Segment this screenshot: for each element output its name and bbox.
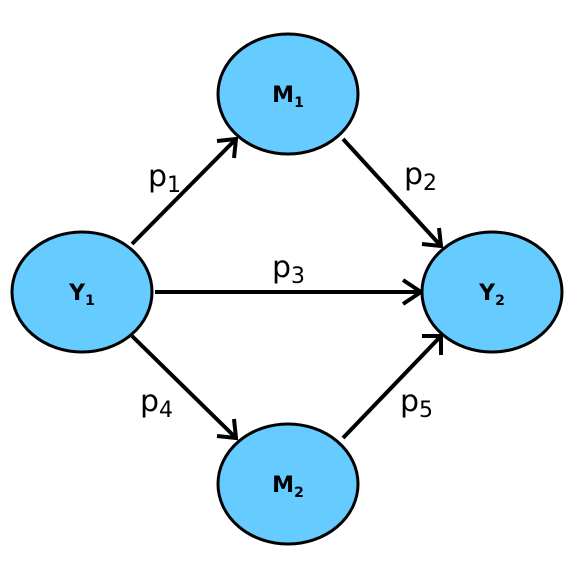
node-y1: Y1 (10, 230, 154, 354)
p4-main: p (140, 384, 159, 419)
p4-sub: 4 (159, 398, 173, 423)
p5-main: p (400, 384, 419, 419)
edge-m2-to-y2 (341, 334, 443, 440)
edge-y1-to-m2 (130, 334, 239, 441)
p1-sub: 1 (167, 173, 181, 198)
svg-text:Y2: Y2 (478, 281, 505, 309)
node-y2: Y2 (420, 230, 564, 354)
node-m1: M1 (216, 32, 360, 156)
p2-main: p (404, 157, 423, 192)
path-label-p3: p3 (272, 250, 305, 289)
p3-sub: 3 (291, 264, 305, 289)
node-y2-sub: 2 (495, 293, 505, 309)
path-label-p2: p2 (404, 157, 437, 196)
node-y1-main: Y (68, 281, 86, 306)
node-m1-main: M (272, 83, 294, 108)
svg-text:M2: M2 (272, 473, 304, 501)
node-y1-sub: 1 (85, 293, 95, 309)
node-m2: M2 (216, 422, 360, 546)
edge-m1-to-y2 (341, 137, 444, 249)
path-label-p4: p4 (140, 384, 173, 423)
p3-main: p (272, 250, 291, 285)
p5-sub: 5 (419, 398, 433, 423)
node-m1-sub: 1 (294, 95, 304, 111)
p2-sub: 2 (423, 171, 437, 196)
p1-main: p (148, 159, 167, 194)
node-m2-sub: 2 (294, 485, 304, 501)
edge-y1-to-m1 (130, 136, 239, 246)
svg-text:Y1: Y1 (68, 281, 95, 309)
node-y2-main: Y (478, 281, 496, 306)
path-label-p5: p5 (400, 384, 433, 423)
node-m2-main: M (272, 473, 294, 498)
svg-text:M1: M1 (272, 83, 304, 111)
path-label-p1: p1 (148, 159, 181, 198)
